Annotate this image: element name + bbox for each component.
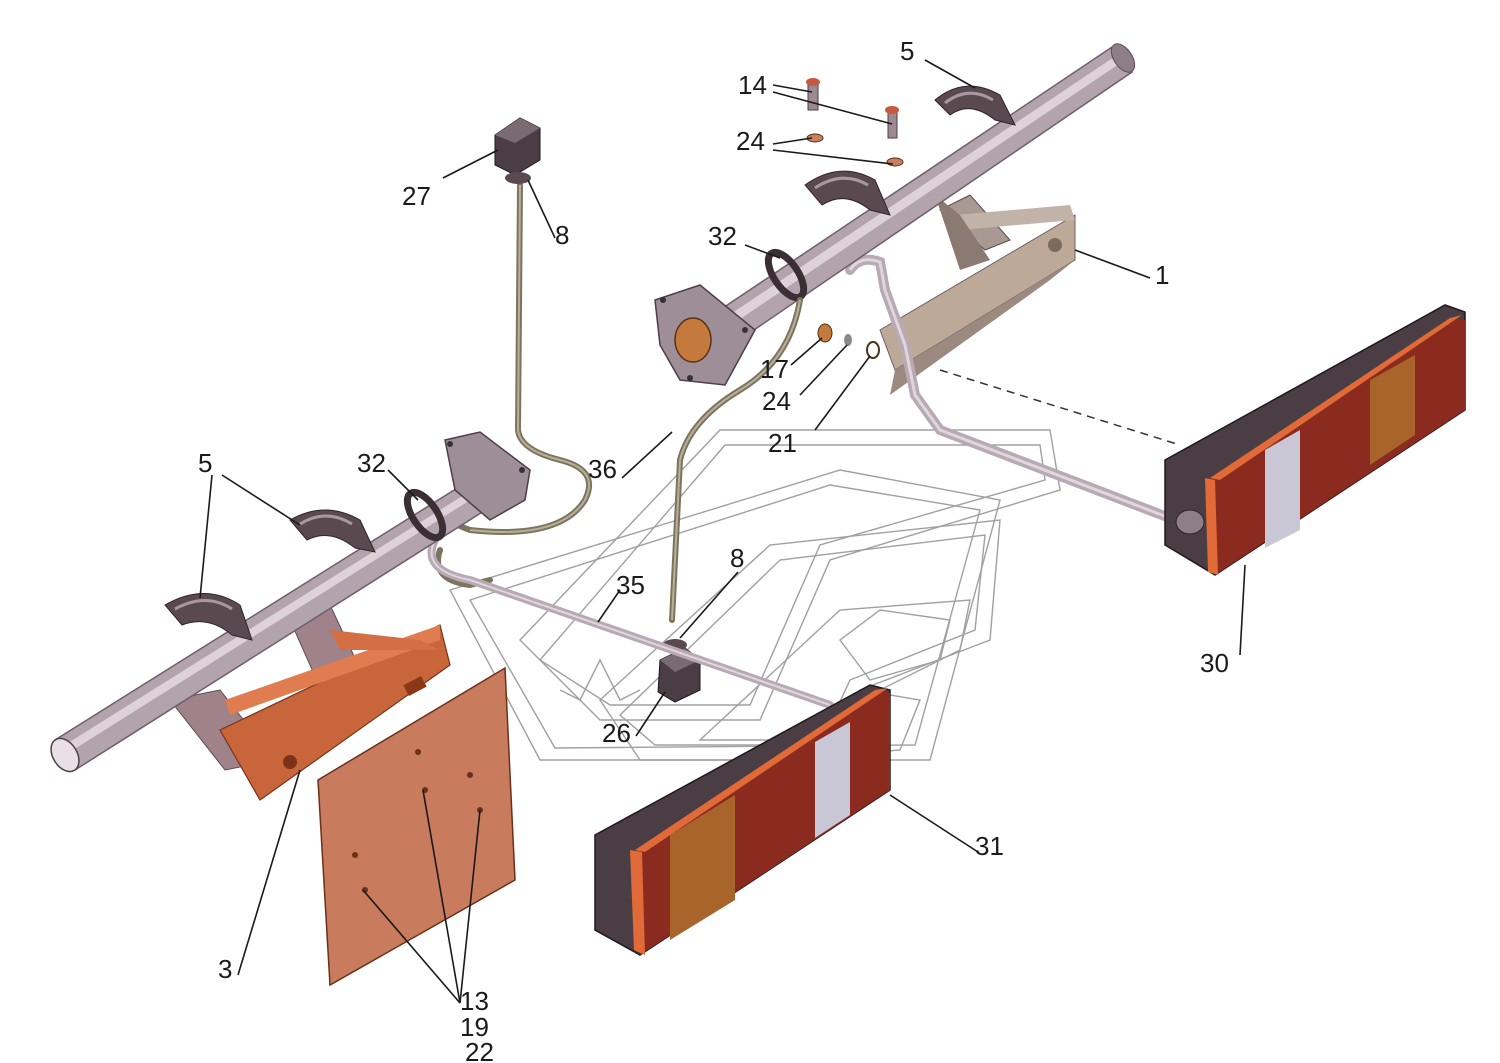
- cables: [435, 182, 803, 623]
- callout-22: 22: [465, 1037, 494, 1063]
- callout-5-left: 5: [198, 448, 212, 478]
- callout-5-right: 5: [900, 36, 914, 66]
- callout-27: 27: [402, 181, 431, 211]
- washers: [806, 133, 904, 167]
- right-tube-flange: [654, 284, 756, 386]
- callout-21: 21: [768, 428, 797, 458]
- left-clamp-left: [164, 593, 253, 641]
- callout-26: 26: [602, 718, 631, 748]
- callout-8-upper: 8: [555, 220, 569, 250]
- left-tail-lamp: [594, 684, 891, 956]
- grommet-right: [764, 248, 808, 302]
- connector-26: [657, 639, 701, 703]
- callout-24-upper: 24: [736, 126, 765, 156]
- callout-19: 19: [460, 1012, 489, 1042]
- right-bracket: [879, 194, 1076, 395]
- callout-35: 35: [616, 570, 645, 600]
- callout-14: 14: [738, 70, 767, 100]
- callout-1: 1: [1155, 260, 1169, 290]
- left-tube-flange: [444, 431, 531, 521]
- callout-32-left: 32: [357, 448, 386, 478]
- callout-17: 17: [760, 354, 789, 384]
- callout-8-lower: 8: [730, 543, 744, 573]
- right-tail-lamp: [1164, 304, 1466, 576]
- callout-labels: 1 3 5 5 8 8 13 14 17 19 21 22 24 24 26 2…: [198, 36, 1229, 1063]
- callout-24-lower: 24: [762, 386, 791, 416]
- ghost-outline: [448, 429, 1061, 761]
- callout-31: 31: [975, 831, 1004, 861]
- leader-lines: [199, 59, 1246, 1004]
- bolts: [806, 78, 899, 139]
- left-bracket: [169, 604, 451, 801]
- left-clamp-right: [289, 509, 376, 553]
- licence-plate: [317, 666, 516, 987]
- callout-32-right: 32: [708, 221, 737, 251]
- callout-13: 13: [460, 986, 489, 1016]
- right-clamp-lower: [804, 170, 891, 216]
- callout-30: 30: [1200, 648, 1229, 678]
- nut-washer-group: [817, 323, 880, 359]
- callout-36: 36: [588, 454, 617, 484]
- connector-27: [494, 117, 541, 184]
- right-clamp-upper: [934, 85, 1016, 126]
- callout-3: 3: [218, 954, 232, 984]
- guide-dashed-line: [939, 369, 1181, 446]
